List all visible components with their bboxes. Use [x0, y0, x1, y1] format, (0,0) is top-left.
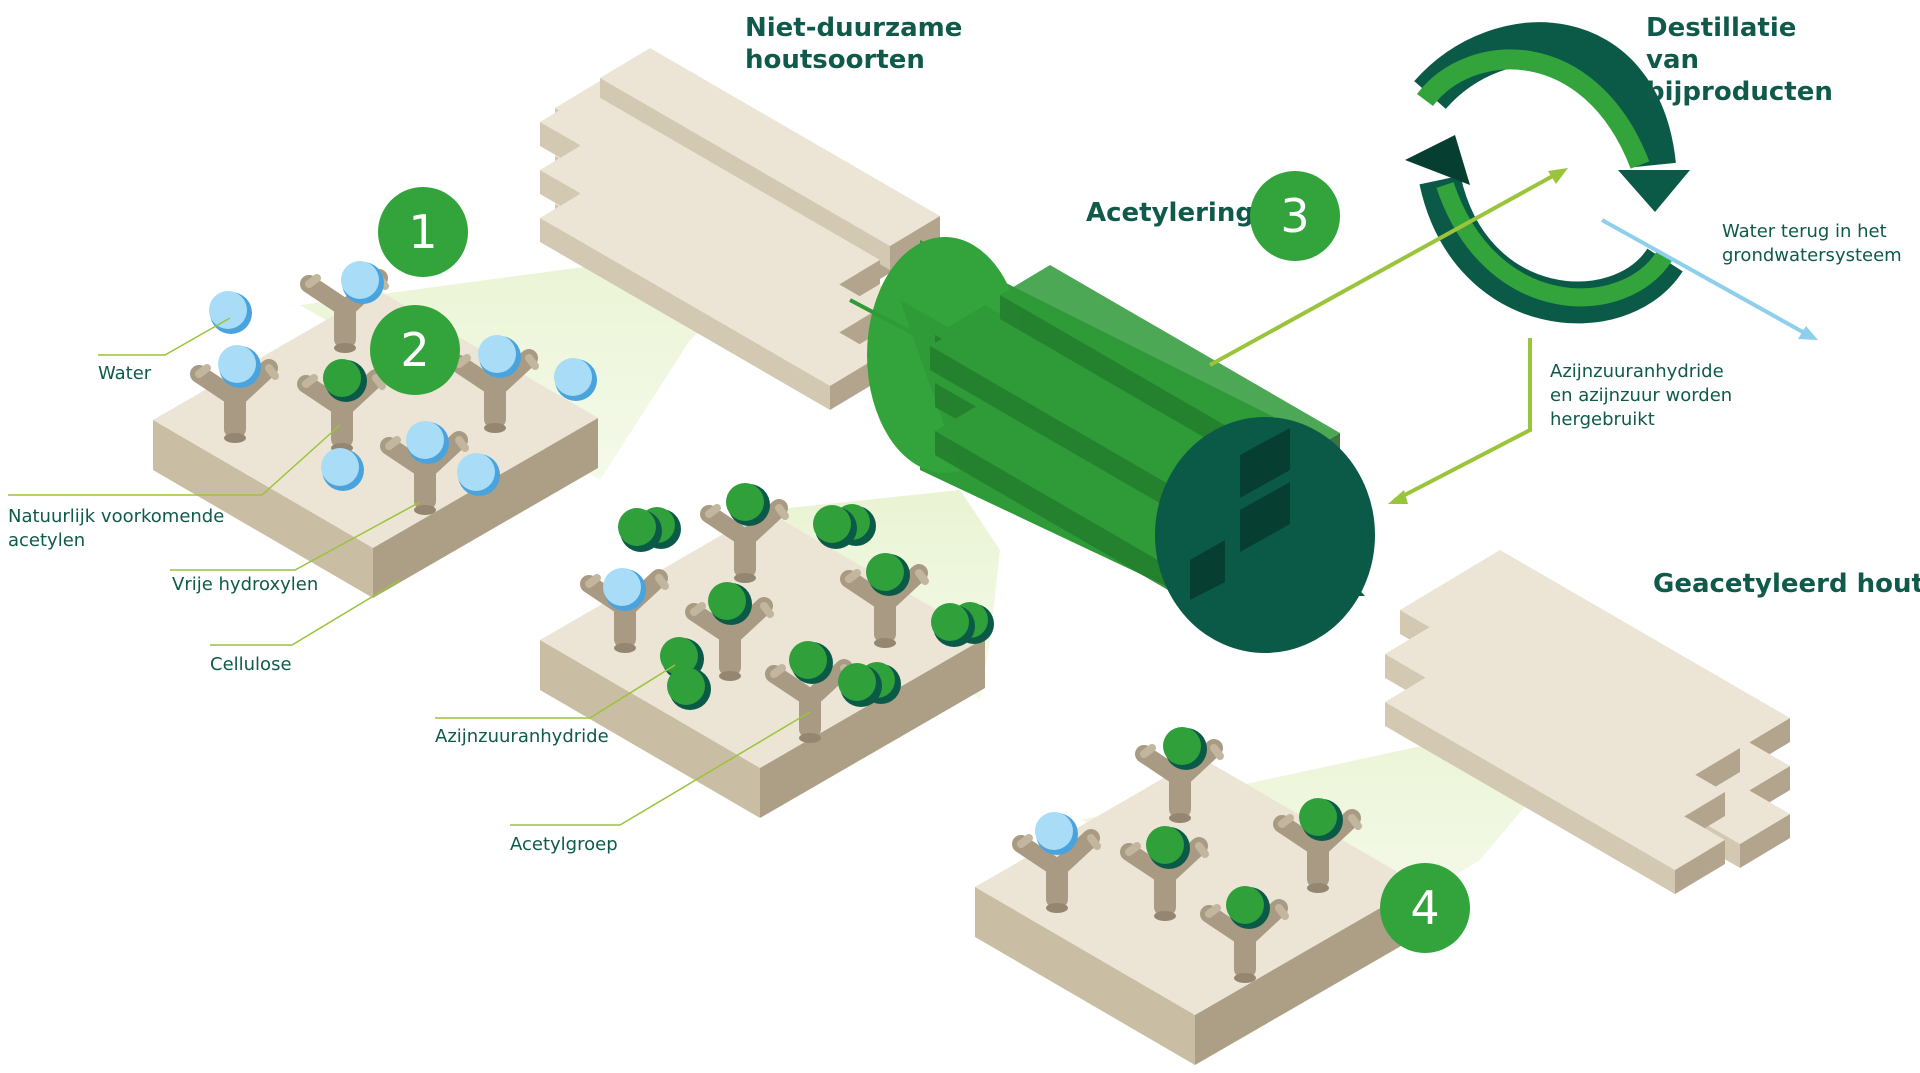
label-acetic-anhydride: Azijnzuuranhydride	[435, 726, 609, 747]
step-badge-2: 2	[370, 305, 460, 395]
label-acetyl-group: Acetylgroep	[510, 834, 618, 855]
step-badge-3: 3	[1250, 171, 1340, 261]
step-badge-4: 4	[1380, 863, 1470, 953]
label-reuse: Azijnzuuranhydride en azijnzuur worden h…	[1550, 361, 1733, 430]
leader-lines	[8, 317, 811, 826]
heading-acetylated-wood: Geacetyleerd hout	[1653, 569, 1920, 599]
heading-non-durable-wood: Niet-duurzame houtsoorten	[745, 13, 963, 75]
flow-arrows	[849, 168, 1818, 596]
label-water-return: Water terug in het grondwatersysteem	[1722, 221, 1902, 266]
label-cellulose: Cellulose	[210, 654, 292, 675]
label-water: Water	[98, 363, 152, 384]
label-free-hydroxyls: Vrije hydroxylen	[172, 574, 319, 595]
heading-acetylation: Acetylering	[1086, 198, 1254, 228]
step-badge-1: 1	[378, 187, 468, 277]
label-natural-acetyls: Natuurlijk voorkomende acetylen	[8, 506, 225, 551]
heading-distillation: Destillatie van bijproducten	[1646, 13, 1833, 107]
acetylation-reactor	[867, 237, 1375, 653]
